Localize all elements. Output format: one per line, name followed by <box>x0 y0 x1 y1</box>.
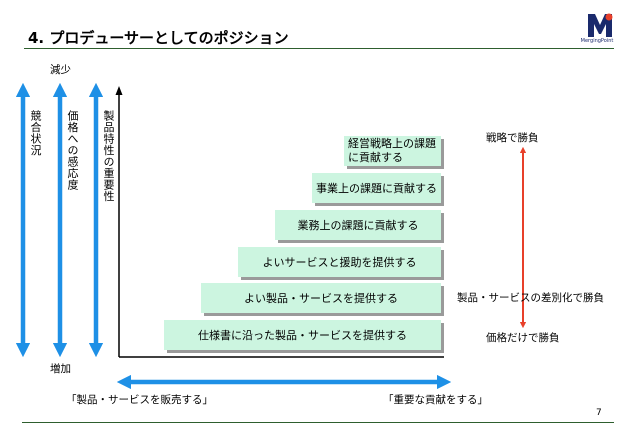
step-strategy-line1: 経営戦略上の課題 <box>348 137 436 150</box>
page-number: 7 <box>596 408 602 418</box>
y-axis-arrowhead <box>115 86 123 95</box>
footer-divider <box>22 422 614 423</box>
strategy-label: 戦略で勝負 <box>486 132 539 144</box>
price-sensitivity-label: 価格への感応度 <box>66 110 79 191</box>
product-importance-label: 製品特性の重要性 <box>102 110 115 202</box>
step-business: 事業上の課題に貢献する <box>312 173 441 203</box>
step-service-support: よいサービスと援助を提供する <box>238 247 441 277</box>
title-divider <box>24 48 614 49</box>
selling-label: 「製品・サービスを販売する」 <box>66 394 213 406</box>
step-operational: 業務上の課題に貢献する <box>275 210 441 240</box>
price-only-label: 価格だけで勝負 <box>486 332 560 344</box>
page-title: 4. プロデューサーとしてのポジション <box>28 29 289 47</box>
contribution-label: 「重要な貢献をする」 <box>383 394 488 406</box>
competition-label: 競合状況 <box>29 110 42 156</box>
step-strategy-line2: に貢献する <box>348 151 403 164</box>
step-good-products: よい製品・サービスを提供する <box>201 283 441 313</box>
step-strategy: 経営戦略上の課題 に貢献する <box>344 136 441 166</box>
axis-bottom-label: 増加 <box>50 363 71 375</box>
differentiation-label: 製品・サービスの差別化で勝負 <box>457 292 604 304</box>
axis-top-label: 減少 <box>50 64 71 76</box>
company-logo <box>588 13 613 37</box>
step-spec-compliant: 仕様書に沿った製品・サービスを提供する <box>164 320 441 350</box>
logo-wordmark: MergingPoint <box>580 38 614 44</box>
